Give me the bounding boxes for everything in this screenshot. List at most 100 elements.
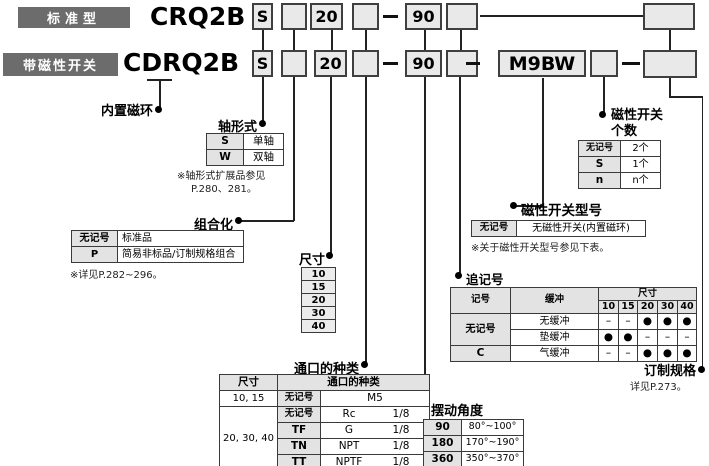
suffix-cell: ● (637, 313, 658, 330)
connector-line (701, 96, 703, 370)
code-box-combination-row2 (281, 50, 307, 77)
shaft-desc: 双轴 (243, 149, 284, 166)
angle-range: 170°~190° (461, 435, 524, 452)
shaft-code: S (206, 133, 244, 150)
port-code: TT (277, 454, 321, 466)
qty-desc: 1个 (620, 156, 661, 173)
label-switch-model: 磁性开关型号 (521, 203, 602, 219)
switch-qty-table: 无记号 2个 S 1个 n n个 (578, 140, 661, 189)
suffix-cell: ● (657, 313, 678, 330)
table-row: 无记号 无缓冲 – – ● ● ● (450, 313, 697, 346)
connector-line (365, 77, 367, 365)
suffix-size: 40 (677, 300, 697, 314)
leader-dot (510, 202, 517, 209)
leader-dot (259, 120, 266, 127)
size-value: 10 (301, 267, 336, 281)
model-code-with-switch: CDRQ2B (123, 48, 240, 77)
size-value: 40 (301, 319, 336, 333)
connector-line (516, 205, 543, 207)
port-frac: 1/8 (392, 439, 410, 452)
switch-model-desc: 无磁性开关(内置磁环) (516, 220, 646, 237)
model-code-standard: CRQ2B (150, 2, 246, 31)
label-built-in-magnet: 内置磁环 (100, 104, 153, 119)
label-switch-qty-line1: 磁性开关 (611, 108, 664, 123)
connector-line (669, 96, 703, 98)
code-box-switch-model: M9BW (498, 50, 586, 77)
port-code: TN (277, 438, 321, 455)
qty-desc: n个 (620, 172, 661, 189)
table-row: P 简易非标品/订制规格组合 (71, 246, 244, 263)
dash-separator (383, 62, 398, 65)
leader-dot (155, 106, 162, 113)
table-row: S 1个 (578, 156, 661, 173)
switch-model-note: ※关于磁性开关型号参见下表。 (471, 243, 610, 254)
connector-line (159, 79, 161, 110)
suffix-buffer: 无缓冲 (510, 313, 599, 330)
connector-line (480, 15, 643, 17)
port-size-group: 10, 15 (219, 390, 278, 407)
table-row: 垫缓冲 ● ● – – – (451, 329, 697, 346)
table-row: S 单轴 (206, 133, 284, 150)
suffix-size: 10 (598, 300, 619, 314)
port-code: TF (277, 422, 321, 439)
shaft-type-table: S 单轴 W 双轴 (206, 133, 284, 166)
port-header-type: 通口的种类 (277, 374, 430, 391)
suffix-header-buffer: 缓冲 (510, 287, 599, 314)
connector-line (424, 30, 426, 50)
dash-separator (466, 62, 480, 65)
combination-desc: 简易非标品/订制规格组合 (117, 246, 244, 263)
port-frac: 1/8 (392, 455, 410, 466)
connector-line (460, 30, 462, 50)
port-code: 无记号 (277, 406, 321, 423)
shaft-note-line1: ※轴形式扩展品参见 (177, 171, 266, 182)
leader-dot (326, 252, 333, 259)
code-box-switch-qty (590, 50, 618, 77)
qty-desc: 2个 (620, 140, 661, 157)
dash-separator (383, 15, 398, 18)
suffix-cell: – (677, 329, 697, 346)
port-value: NPT 1/8 (320, 438, 430, 455)
connector-line (262, 30, 264, 50)
shaft-desc: 单轴 (243, 133, 284, 150)
connector-line (459, 77, 461, 276)
label-custom-spec: 订制规格 (643, 364, 696, 379)
combination-table: 无记号 标准品 P 简易非标品/订制规格组合 (71, 230, 244, 263)
badge-with-switch: 带磁性开关 (3, 53, 118, 76)
table-row: 30 (301, 306, 336, 320)
connector-line (603, 77, 605, 115)
table-row: 360 350°~370° (423, 451, 524, 466)
connector-line (262, 77, 264, 124)
table-row: W 双轴 (206, 149, 284, 166)
leader-dot (698, 366, 705, 373)
leader-dot (455, 272, 462, 279)
label-size: 尺寸 (299, 253, 326, 268)
port-type-table: 尺寸 通口的种类 10, 15 无记号 M5 20, 30, 40 无记号 Rc… (219, 374, 430, 466)
table-row: 无记号 2个 (578, 140, 661, 157)
label-rotation-angle: 摆动角度 (431, 404, 484, 419)
port-thread: NPT (338, 439, 360, 452)
table-row: 尺寸 通口的种类 (219, 374, 430, 391)
code-box-custom-row2 (643, 50, 697, 78)
suffix-sign: 无记号 (450, 313, 511, 346)
code-box-size-row2: 20 (314, 50, 347, 77)
table-row: 180 170°~190° (423, 435, 524, 452)
suffix-cell: ● (677, 345, 697, 362)
label-switch-qty-line2: 个数 (611, 124, 638, 139)
size-value: 15 (301, 280, 336, 294)
connector-line (669, 78, 671, 97)
table-row: 15 (301, 280, 336, 294)
port-frac: 1/8 (392, 407, 410, 420)
code-box-size-row1: 20 (310, 3, 343, 30)
suffix-size: 20 (637, 300, 658, 314)
table-row: 90 80°~100° (423, 419, 524, 436)
suffix-cell: – (618, 313, 638, 330)
suffix-cell: ● (598, 329, 619, 346)
suffix-cell: ● (618, 329, 638, 346)
qty-code: n (578, 172, 621, 189)
combination-code: 无记号 (71, 230, 118, 247)
suffix-header-size: 尺寸 (598, 287, 697, 301)
